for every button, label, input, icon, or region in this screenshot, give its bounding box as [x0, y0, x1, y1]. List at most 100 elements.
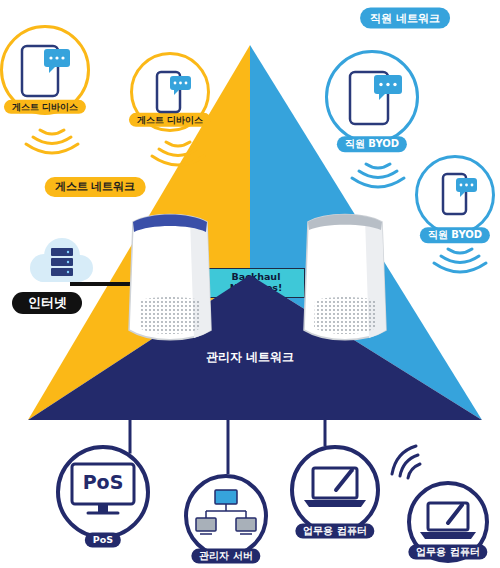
wifi-arc	[159, 149, 197, 156]
network-monitor	[196, 518, 216, 531]
device-label: 게스트 디바이스	[129, 113, 211, 127]
monitor-base	[240, 533, 252, 535]
router-body	[304, 215, 386, 340]
chat-dot	[174, 82, 177, 85]
circle-outline	[327, 52, 418, 143]
computer-circle: 업무용 컴퓨터	[290, 445, 380, 535]
network-name: 게스트 네트워크	[45, 177, 146, 197]
monitor-base	[88, 512, 118, 515]
region-shape	[28, 275, 482, 420]
chat-tail	[379, 94, 385, 100]
network-name: 관리자 네트워크	[206, 351, 294, 365]
wifi-arc	[26, 144, 78, 153]
node-outline	[290, 445, 380, 535]
stylus-pen	[448, 505, 462, 523]
laptop-base	[420, 532, 476, 539]
server-circle: 관리자 서버	[184, 474, 268, 558]
wifi-arc	[441, 256, 479, 263]
network-monitor	[215, 490, 237, 504]
phone-icon	[157, 72, 191, 112]
laptop-screen	[313, 468, 357, 498]
guest-device-circle: 게스트 디바이스	[130, 52, 210, 132]
circle-outline	[409, 483, 487, 561]
server-unit	[51, 248, 73, 256]
chat-dot	[465, 184, 468, 187]
node-outline	[325, 50, 419, 144]
circle-outline	[292, 447, 378, 533]
network-link	[206, 504, 246, 518]
device-label: 직원 BYOD	[337, 136, 407, 152]
chat-dot	[185, 82, 188, 85]
monitor-stand	[98, 504, 108, 512]
wifi-arc	[359, 171, 397, 178]
wifi-arc	[400, 455, 418, 476]
tablet-icon	[22, 46, 70, 96]
stylus-pen	[336, 470, 352, 490]
chat-dot	[471, 184, 474, 187]
cloud-part	[44, 238, 80, 274]
device-label: 직원 BYOD	[420, 227, 490, 243]
phone-body	[443, 174, 466, 214]
internet-badge: 인터넷	[12, 292, 82, 314]
device-label: 업무용 컴퓨터	[295, 524, 374, 539]
chat-tail	[460, 192, 465, 197]
chat-dot	[179, 82, 182, 85]
wifi-arc	[366, 164, 390, 168]
admin-network-region: 관리자 네트워크	[28, 275, 482, 420]
router-top	[133, 215, 207, 233]
wifi-arc	[152, 156, 204, 165]
laptop-icon	[304, 468, 366, 507]
server-led	[67, 261, 69, 263]
network-wire	[324, 420, 327, 446]
cloud-part	[36, 266, 86, 282]
cloud-part	[67, 255, 93, 281]
chat-bubble	[44, 49, 70, 67]
network-monitor	[236, 518, 256, 531]
node-outline	[415, 155, 495, 235]
chat-dot	[49, 56, 52, 59]
server-unit	[51, 268, 73, 276]
node-outline	[184, 474, 268, 558]
guest-device-circle: 게스트 디바이스	[0, 25, 90, 115]
circle-outline	[417, 157, 494, 234]
device-label: PoS	[85, 533, 121, 548]
tablet-body	[350, 72, 388, 124]
network-name: 직원 네트워크	[360, 8, 450, 29]
computer-circle: 업무용 컴퓨터	[407, 481, 489, 563]
monitor-icon	[72, 464, 134, 513]
chat-dot	[55, 56, 58, 59]
router-shade	[365, 218, 386, 338]
chat-tail	[174, 90, 179, 95]
wifi-arc	[33, 137, 71, 144]
network-icon	[196, 490, 256, 534]
chat-tail	[49, 67, 55, 73]
employee-device-circle: 직원 BYOD	[415, 155, 495, 235]
network-wire	[227, 420, 230, 474]
router-device	[129, 215, 211, 340]
server-led	[67, 251, 69, 253]
server-unit	[51, 258, 73, 266]
phone-icon	[443, 174, 477, 214]
router-grille	[314, 297, 376, 334]
circle-outline	[2, 27, 89, 114]
chat-dot	[386, 83, 389, 86]
circle-outline	[186, 476, 266, 556]
wifi-arc	[392, 446, 416, 474]
circle-outline	[58, 447, 148, 537]
server-led	[67, 271, 69, 273]
node-outline	[28, 275, 482, 420]
wifi-waves	[26, 130, 204, 165]
wifi-arc	[448, 249, 472, 253]
laptop-icon	[420, 503, 476, 539]
cloud-icon	[30, 238, 93, 282]
internet-wire	[70, 282, 134, 286]
router-body	[129, 215, 211, 340]
phone-body	[157, 72, 180, 112]
device-label: 관리자 서버	[191, 549, 260, 564]
wifi-waves	[392, 446, 420, 478]
router-shade	[190, 218, 211, 338]
